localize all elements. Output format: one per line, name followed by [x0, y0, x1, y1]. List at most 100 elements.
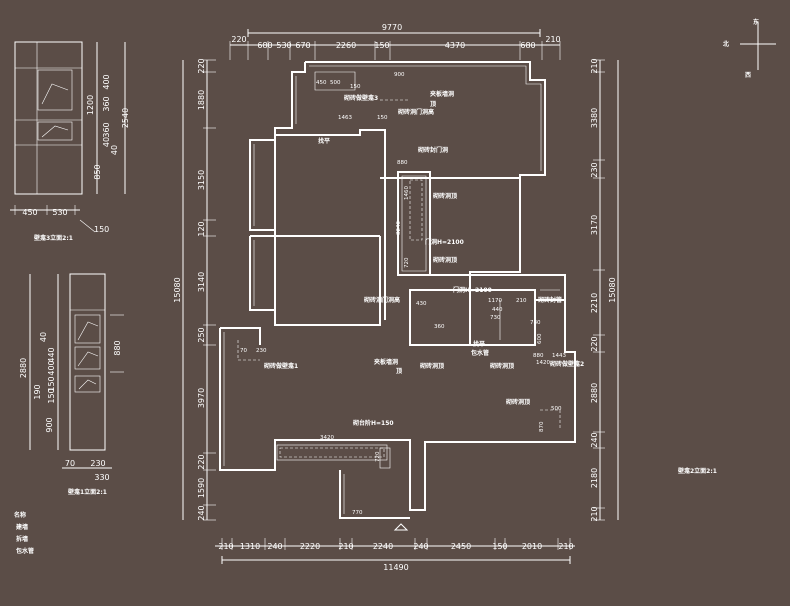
cab3-h-360b: 360 — [102, 122, 111, 137]
cab3-h-2540: 2540 — [121, 108, 130, 128]
right-dim-7: 2880 — [590, 383, 599, 403]
cab1-h-40: 40 — [39, 332, 48, 342]
legend-item-build-wall: 建墙 — [16, 523, 28, 531]
top-total-dim: 9770 — [382, 23, 402, 32]
cabinet1-elevation: 2880 40 440 190 400 150 150 900 880 70 2… — [19, 273, 124, 496]
label-niche2: 砌砖做壁龛2 — [549, 360, 584, 368]
bottom-dim-8: 2450 — [451, 542, 471, 551]
label-ceiling-top: 夹板墙洞 — [430, 90, 454, 98]
bottom-dim-9: 150 — [492, 542, 507, 551]
dim-430: 430 — [416, 301, 427, 307]
plan-small-dims: 150 900 450 500 1463 880 150 1460 3240 7… — [240, 72, 566, 516]
label-ceiling-a: 砌砖洞顶 — [432, 192, 457, 200]
dim-440: 440 — [492, 307, 503, 313]
dim-880: 880 — [397, 160, 408, 166]
dim-210: 210 — [516, 298, 527, 304]
cab1-h-440: 440 — [47, 347, 56, 362]
right-dim-8: 240 — [590, 432, 599, 447]
label-ceiling-d: 砌砖洞顶 — [489, 362, 514, 370]
right-total-dim: 15080 — [608, 277, 617, 302]
dim-720b: 720 — [375, 451, 381, 462]
dim-1420: 1420 — [536, 360, 550, 366]
label-niche1: 砌砖做壁龛1 — [263, 362, 298, 370]
left-dim-1: 220 — [197, 58, 206, 73]
bottom-dim-3: 240 — [267, 542, 282, 551]
right-dim-2: 3380 — [590, 108, 599, 128]
dim-730: 730 — [490, 315, 501, 321]
label-niche3: 砌砖做壁龛3 — [343, 94, 378, 102]
compass-west: 西 — [745, 71, 751, 79]
dim-780: 780 — [530, 320, 541, 326]
cab3-title: 壁龛3立面2:1 — [34, 234, 73, 242]
cab3-h-1200: 1200 — [86, 95, 95, 115]
left-dim-5: 3140 — [197, 272, 206, 292]
right-dimension-chain: 15080 210 3380 230 3170 2210 220 2880 24… — [590, 58, 619, 522]
bottom-dim-4: 2220 — [300, 542, 320, 551]
top-dim-8: 680 — [520, 41, 535, 50]
top-dimension-chain: 9770 220 680 530 670 2260 150 4370 680 2… — [229, 23, 561, 60]
cab3-h-400: 400 — [102, 74, 111, 89]
cab3-w-530: 530 — [52, 208, 67, 217]
cabinet3-elevation: 1200 400 360 360 40 40 850 2540 450 530 … — [10, 41, 130, 242]
label-door-top: 砌砖封门洞 — [417, 146, 448, 154]
label-level2: 找平 — [473, 340, 485, 348]
bottom-dim-11: 210 — [558, 542, 573, 551]
cab1-w-70: 70 — [65, 459, 75, 468]
cab2-title: 壁龛2立面2:1 — [678, 467, 717, 475]
right-dim-4: 3170 — [590, 215, 599, 235]
dim-360: 360 — [434, 324, 445, 330]
label-clamp-wall2: 顶 — [396, 367, 402, 375]
label-counter: 砌台阶H=150 — [352, 419, 394, 427]
label-door-high: 砌砖洞门洞高 — [397, 108, 434, 116]
cab1-title: 壁龛1立面2:1 — [68, 488, 107, 496]
top-dim-7: 4370 — [445, 41, 465, 50]
cab3-w-450: 450 — [22, 208, 37, 217]
left-dim-4: 120 — [197, 221, 206, 236]
dim-1460: 1460 — [404, 186, 410, 200]
bottom-dimension-chain: 210 1310 240 2220 210 2240 240 2450 150 … — [215, 538, 575, 572]
compass-east: 东 — [753, 18, 759, 26]
bottom-total-dim: 11490 — [383, 563, 408, 572]
label-ceiling-top2: 顶 — [430, 100, 436, 108]
dim-150b: 150 — [377, 115, 388, 121]
dim-870: 870 — [539, 421, 545, 432]
label-ceiling-c: 砌砖洞顶 — [419, 362, 444, 370]
label-clamp-wall: 夹板墙洞 — [374, 358, 398, 366]
top-dim-1: 220 — [231, 35, 246, 44]
legend-item-wrap-pipe: 包水管 — [16, 547, 34, 555]
top-dim-2: 680 — [257, 41, 272, 50]
right-dim-9: 2180 — [590, 468, 599, 488]
left-dim-3: 3150 — [197, 170, 206, 190]
top-dim-6: 150 — [374, 41, 389, 50]
cab3-h-40b: 40 — [110, 145, 119, 155]
label-pipe: 包水管 — [471, 349, 489, 357]
right-dim-3: 230 — [590, 162, 599, 177]
bottom-dim-1: 210 — [218, 542, 233, 551]
legend: 名称 建墙 拆墙 包水管 — [14, 511, 34, 555]
cab3-h-40a: 40 — [102, 137, 111, 147]
left-dimension-chain: 15080 220 1880 3150 120 3140 250 3970 22… — [173, 58, 216, 521]
cab1-h-150b: 150 — [47, 388, 56, 403]
cab3-w-150: 150 — [94, 225, 109, 234]
dim-1170: 1170 — [488, 298, 502, 304]
plan-labels: 砌砖做壁龛3 夹板墙洞 顶 砌砖洞门洞高 找平 砌砖封门洞 砌砖洞顶 门洞H=2… — [263, 90, 584, 427]
cab1-h-2880: 2880 — [19, 358, 28, 378]
cab3-h-850: 850 — [93, 164, 102, 179]
compass-icon: 东 北 西 — [723, 18, 776, 79]
right-dim-10: 210 — [590, 506, 599, 521]
compass-north: 北 — [723, 40, 729, 48]
floor-plan-walls — [219, 61, 576, 531]
top-dim-5: 2260 — [336, 41, 356, 50]
bottom-dim-2: 1310 — [240, 542, 260, 551]
cab3-h-360a: 360 — [102, 96, 111, 111]
cab1-h-900: 900 — [45, 417, 54, 432]
dim-1443: 1443 — [552, 353, 566, 359]
dim-70: 70 — [240, 348, 247, 354]
cab1-h-400: 400 — [47, 360, 56, 375]
cab1-h-150a: 150 — [47, 376, 56, 391]
right-dim-1: 210 — [590, 58, 599, 73]
left-dim-8: 220 — [197, 454, 206, 469]
label-door-high2: 砌砖洞门洞高 — [363, 296, 400, 304]
top-dim-4: 670 — [295, 41, 310, 50]
